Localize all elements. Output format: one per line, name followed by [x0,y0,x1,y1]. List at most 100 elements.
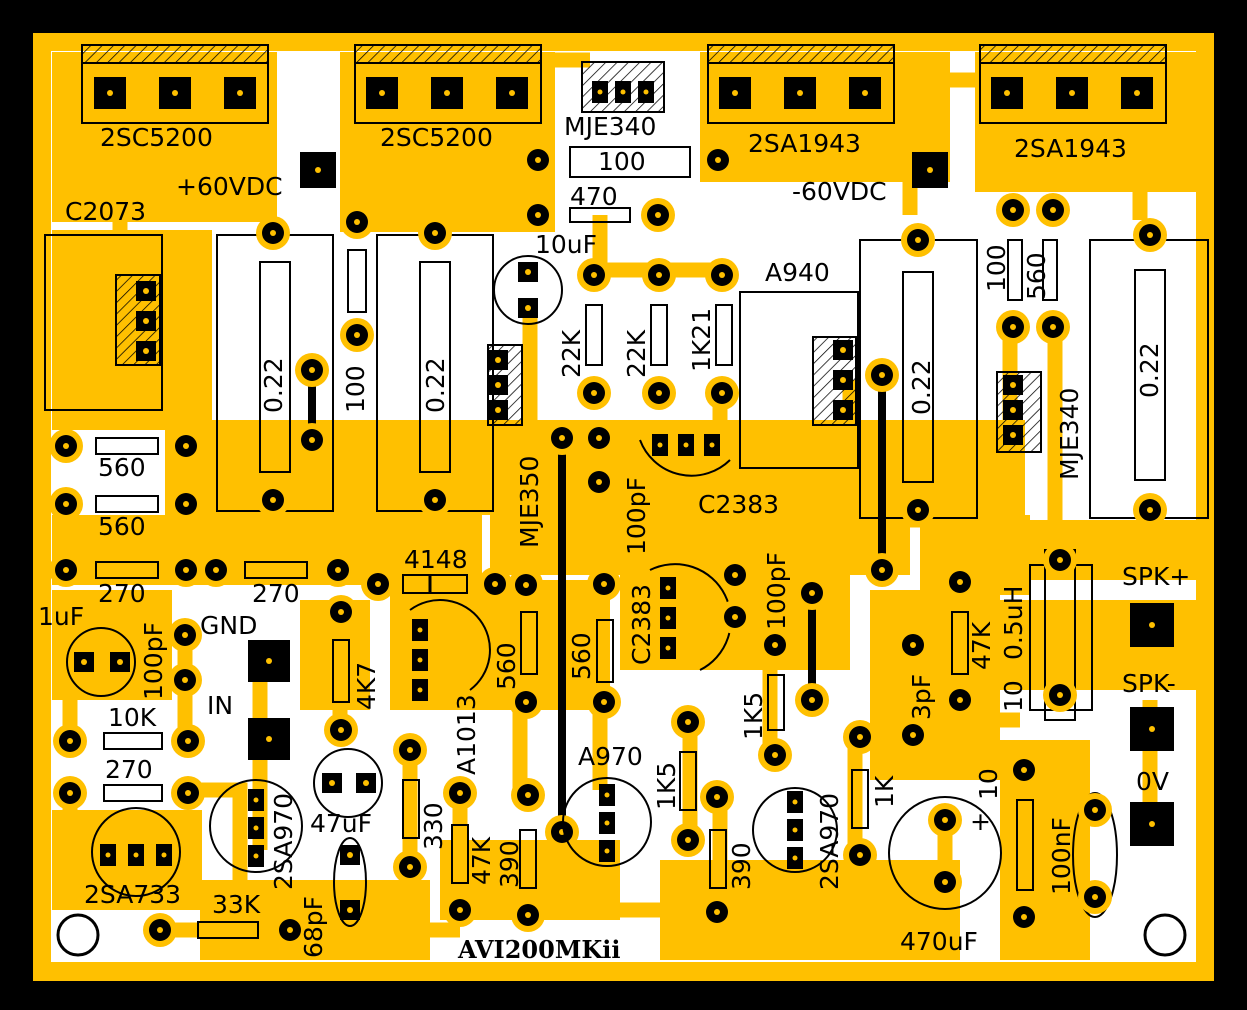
c470uf: + [888,796,1002,910]
label-spk-neg: SPK- [1122,669,1176,698]
mount-hole-right [1143,913,1187,957]
in-pad [248,718,290,760]
r10-b [1007,753,1041,934]
c2073-transistor [44,234,163,411]
label-r560-right: 560 [1022,252,1051,300]
c2383-a [639,434,731,477]
r560-right [1036,193,1070,344]
spk-neg-pad [1130,707,1174,751]
label-r560-d: 560 [567,632,596,680]
label-r33k: 33K [212,890,261,919]
label-r560-c: 560 [492,642,521,690]
r10k [53,724,205,758]
label-q2: 2SC5200 [380,123,493,152]
mount-hole-left [56,913,100,957]
mje350-pads [487,344,523,426]
label-r100-mid: 100 [341,365,370,413]
r100-right [996,193,1030,344]
label-r22k-b: 22K [622,329,651,378]
r560-d [587,619,621,719]
c68pf [333,837,367,927]
c10uf [493,255,563,325]
label-r270-b: 270 [252,579,300,608]
label-c100pf-in: 100pF [139,622,168,700]
r4k7 [324,595,358,747]
label-c3pf: 3pF [907,674,936,720]
label-q1: 2SC5200 [100,123,213,152]
r100-mid [340,205,374,352]
label-c47uf: 47uF [310,809,372,838]
r1k5-b [758,628,792,772]
label-r470: 470 [570,182,618,211]
q4-2sa1943 [979,44,1167,124]
label-r560-a: 560 [98,453,146,482]
label-r270-a: 270 [98,579,146,608]
label-c2073: C2073 [65,197,146,226]
r560-b [49,487,203,521]
label-a733: 2SA733 [84,880,181,909]
r330 [393,733,427,884]
label-r10-b: 10 [974,768,1003,800]
a970-c [752,787,838,873]
r47k-b [943,565,977,717]
label-r10-a: 10 [999,680,1028,712]
label-c470uf: 470uF [900,927,978,956]
spk-pos-pad [1130,603,1174,647]
label-r4k7: 4K7 [352,662,381,710]
gnd-pad [248,640,290,682]
q3-2sa1943 [707,44,895,124]
zero-v-pad [1130,802,1174,846]
r270-b [199,553,355,587]
r100-top [521,143,735,178]
label-r100-top: 100 [598,147,646,176]
label-q3: 2SA1943 [748,129,861,158]
r390-a [511,778,545,932]
r47k-a [443,776,477,927]
q1-2sc5200 [81,44,269,124]
label-a940: A940 [765,258,830,287]
label-r560-b: 560 [98,512,146,541]
label-r022-2: 0.22 [421,357,450,413]
a940-transistor [739,291,859,469]
label-r47k-b: 47K [967,621,996,670]
label-c100nf: 100nF [1047,817,1076,895]
label-q4: 2SA1943 [1014,134,1127,163]
r470 [521,198,675,232]
r270-c [53,776,205,810]
label-a970-a: 2SA970 [269,793,298,890]
r1k5-a [671,705,705,857]
r1k21 [705,258,739,410]
label-l05uh: 0.5uH [999,586,1028,660]
label-r22k-a: 22K [557,329,586,378]
a733-transistor [91,807,181,897]
label-c100pf-right: 100pF [762,552,791,630]
label-mje350: MJE350 [515,456,544,548]
label-r330: 330 [419,802,448,850]
q2-2sc5200 [354,44,542,124]
r22k-a [577,258,611,410]
label-c10uf: 10uF [535,230,597,259]
r022-1 [216,216,334,517]
label-c2383-b: C2383 [627,584,656,665]
r560-c [509,568,543,719]
r022-4 [1089,218,1209,527]
r1k [843,720,877,872]
label-r1k: 1K [870,775,899,808]
label-c1uf: 1uF [38,602,84,631]
c2383-b [649,563,732,671]
label-pos-supply: +60VDC [176,172,283,201]
label-d4148: 4148 [404,545,468,574]
label-r10k: 10K [108,703,157,732]
label-r390-b: 390 [727,842,756,890]
a1013-transistor [409,599,491,701]
label-neg-supply: -60VDC [792,177,887,206]
r390-b [700,780,734,929]
board-name: AVI200MKii [457,935,620,964]
r270-a [49,553,203,587]
l05uh [1029,543,1093,721]
a970-b [562,777,652,867]
label-c100pf-mid: 100pF [622,477,651,555]
label-a1013: A1013 [452,694,481,775]
c47uf [313,748,383,818]
